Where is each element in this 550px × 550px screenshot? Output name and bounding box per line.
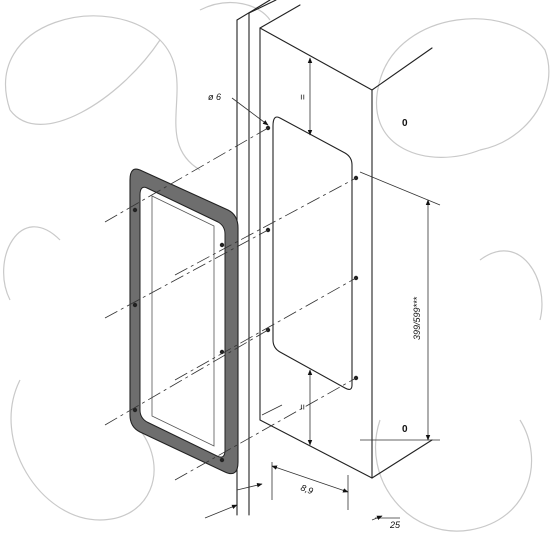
background-pattern (3, 2, 550, 532)
dim-height-label: 399/599*** (412, 296, 422, 340)
cutout-opening (261, 116, 353, 416)
dim-offset-label: 25 (389, 520, 401, 530)
side-marker-top: 0 (402, 118, 408, 129)
dim-width-label: 8,9 (299, 482, 314, 496)
side-marker-bottom: 0 (402, 424, 408, 435)
dim-top-gap-label: = (298, 94, 309, 100)
frame-gasket (129, 168, 239, 475)
dim-bottom-gap-label: = (298, 404, 309, 410)
projection-lines (104, 127, 357, 481)
wall-panel (236, 0, 433, 516)
hole-diameter-label: ø 6 (208, 92, 221, 102)
dimensions (204, 57, 441, 521)
